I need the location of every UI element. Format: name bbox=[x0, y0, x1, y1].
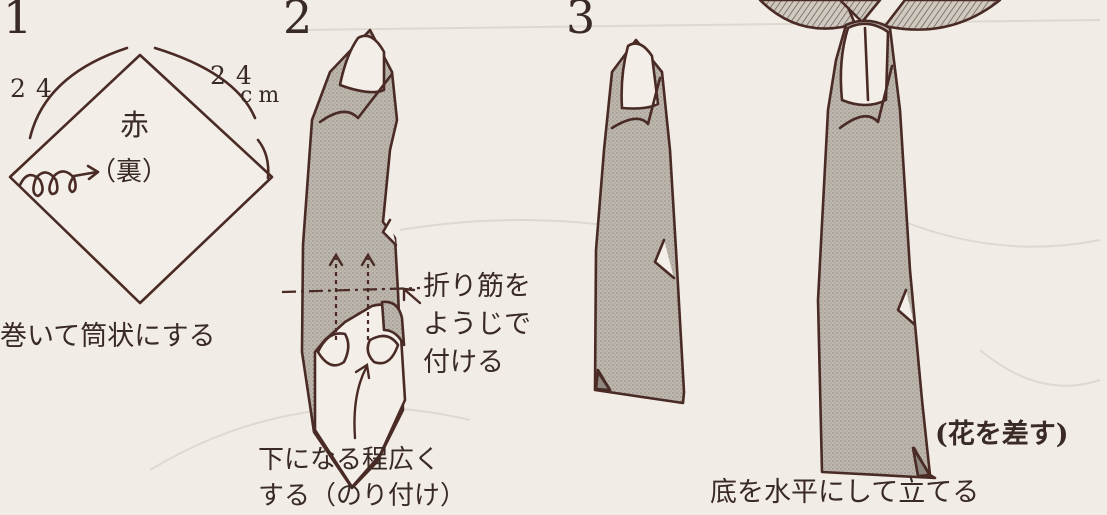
step4-vase-body bbox=[816, 19, 937, 480]
step4-caption: 底を水平にして立てる bbox=[710, 477, 980, 508]
step3-tube-body bbox=[593, 38, 686, 405]
step3-number: 3 bbox=[566, 0, 596, 44]
flower-petal-right bbox=[883, 0, 1002, 31]
step2-bottom-note: 下になる程広く する（のり付け） bbox=[258, 445, 467, 511]
step4-vase-opening bbox=[839, 22, 890, 107]
step3-tube-top-tip bbox=[620, 42, 660, 110]
step1-side-label: （裏） bbox=[90, 157, 169, 187]
step1-caption: 巻いて筒状にする bbox=[0, 321, 216, 352]
step1-dimension-left: 24 bbox=[10, 74, 62, 103]
step3-tube-diagram bbox=[593, 38, 686, 405]
up-arrows-icon bbox=[328, 252, 422, 440]
fold-crease-line bbox=[281, 258, 421, 340]
step1-color-label: 赤 bbox=[120, 108, 150, 142]
dimension-arc-top-right bbox=[153, 46, 257, 120]
step1-square bbox=[8, 53, 274, 305]
step1-square-diagram bbox=[8, 46, 274, 305]
step4-vase-diagram bbox=[758, 0, 1002, 480]
background-sketch bbox=[149, 19, 1101, 471]
step1-dimension-right: 24 bbox=[210, 61, 262, 90]
step1-number: 1 bbox=[3, 0, 33, 44]
step2-number: 2 bbox=[283, 0, 313, 44]
step1-dimension-unit: cm bbox=[240, 83, 286, 108]
step4-flower-note: (花を差す) bbox=[935, 419, 1069, 450]
dimension-arc-right bbox=[256, 138, 270, 180]
dimension-arc-top-left bbox=[28, 46, 129, 140]
step2-tube-top-tip bbox=[338, 34, 386, 94]
step2-tube-diagram bbox=[300, 28, 407, 490]
rolling-arrow-icon bbox=[18, 170, 99, 198]
step2-fold-note: 折り筋を ようじで 付ける bbox=[423, 271, 531, 378]
